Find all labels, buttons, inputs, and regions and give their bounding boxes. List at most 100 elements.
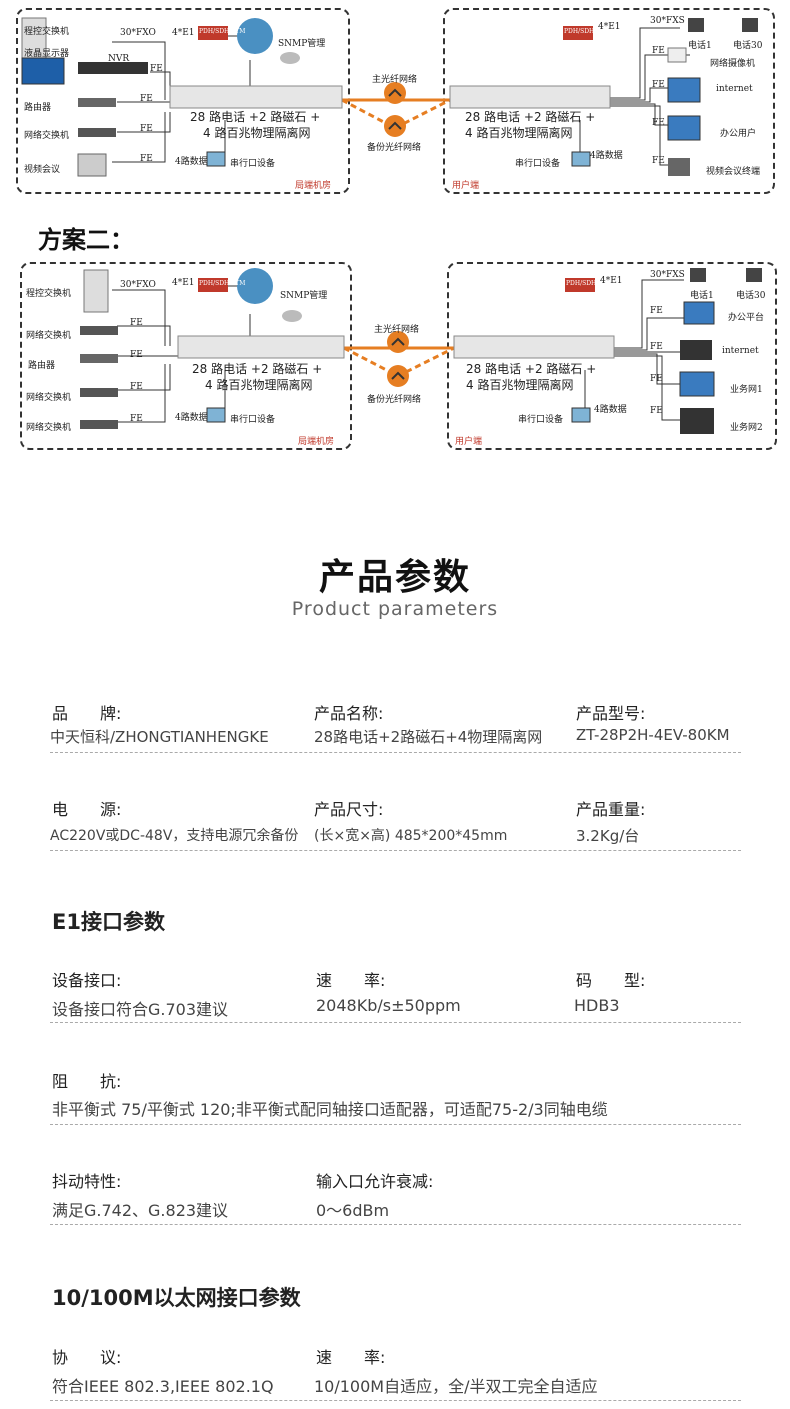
backup-fiber-label: 备份光纤网络 (367, 143, 422, 153)
backup-fiber-line (341, 98, 451, 130)
param-value: 2048Kb/s±50ppm (316, 996, 461, 1015)
pdh-tag: PDH/SDH/ATM (564, 28, 611, 35)
param-key: 产品名称: (314, 704, 384, 723)
site-left-label: 局端机房 (295, 181, 332, 191)
left-device-label: 网络交换机 (26, 393, 72, 403)
eth-section-title: 10/100M以太网接口参数 (52, 1286, 301, 1310)
e1-section-title: E1接口参数 (52, 910, 165, 934)
site-right-label: 用户端 (455, 437, 483, 447)
serial-count: 4路数据 (590, 151, 623, 161)
left-device-label: 网络交换机 (26, 423, 72, 433)
fiber-node-icon (387, 331, 409, 387)
serial-device-label: 串行口设备 (230, 159, 276, 169)
scheme1-diagram: 程控交换机 液晶显示器 NVR 路由器 网络交换机 视频会议 30*FXO 4*… (0, 0, 790, 200)
right-device-label: 电话30 (736, 291, 766, 301)
snmp-label: SNMP管理 (278, 39, 326, 49)
pdh-tag: PDH/SDH/ATM (566, 280, 613, 287)
param-value: ZT-28P2H-4EV-80KM (576, 726, 730, 744)
divider (50, 850, 741, 851)
unit-line2: 4 路百兆物理隔离网 (205, 378, 313, 392)
site-right-label: 用户端 (452, 181, 480, 191)
unit-line1: 28 路电话 +2 路磁石 + (190, 110, 321, 124)
scheme2-title: 方案二： (38, 226, 134, 254)
param-value: 3.2Kg/台 (576, 827, 640, 845)
serial-device-label: 串行口设备 (515, 159, 561, 169)
main-fiber-label: 主光纤网络 (372, 75, 418, 85)
param-value: 非平衡式 75/平衡式 120;非平衡式配同轴接口适配器，可适配75-2/3同轴… (52, 1100, 608, 1119)
param-key: 速 率: (316, 1348, 386, 1367)
param-key: 抖动特性: (52, 1172, 122, 1191)
left-device-label: 液晶显示器 (24, 49, 70, 59)
link-label: FE (140, 94, 153, 104)
right-device-label: 电话30 (733, 41, 763, 51)
unit-line2: 4 路百兆物理隔离网 (466, 378, 574, 392)
serial-device-label: 串行口设备 (518, 415, 564, 425)
param-key: 码 型: (576, 971, 646, 990)
link-label: 30*FXO (120, 28, 156, 38)
right-device-label: 视频会议终端 (706, 167, 761, 177)
right-device-label: 业务网2 (730, 423, 763, 433)
param-value: HDB3 (574, 996, 620, 1015)
right-device-label: 网络摄像机 (710, 59, 756, 69)
left-device-label: 网络交换机 (26, 331, 72, 341)
unit-line1: 28 路电话 +2 路磁石 + (192, 362, 323, 376)
link-label: FE (140, 124, 153, 134)
link-label: 30*FXO (120, 280, 156, 290)
param-value: 0～6dBm (316, 1201, 390, 1220)
scheme1-wiring (21, 17, 758, 177)
left-device-label: 路由器 (24, 103, 52, 113)
right-device-label: internet (722, 346, 759, 356)
scheme2-diagram: 程控交换机 网络交换机 路由器 网络交换机 网络交换机 30*FXO 4*E1 … (0, 254, 790, 454)
param-value: (长×宽×高) 485*200*45mm (314, 828, 508, 844)
param-key: 产品重量: (576, 800, 646, 819)
unit-line2: 4 路百兆物理隔离网 (203, 126, 311, 140)
link-label: FE (130, 318, 143, 328)
link-label: FE (650, 374, 663, 384)
param-key: 产品型号: (576, 704, 646, 723)
right-device-label: 办公平台 (728, 313, 765, 323)
left-device-label: 程控交换机 (24, 27, 70, 37)
param-key: 输入口允许衰减: (316, 1172, 434, 1191)
serial-count: 4路数据 (594, 405, 627, 415)
divider (50, 1400, 741, 1401)
link-label: 30*FXS (650, 16, 685, 26)
unit-line1: 28 路电话 +2 路磁石 + (466, 362, 597, 376)
link-label: FE (150, 64, 163, 74)
backup-fiber-label: 备份光纤网络 (367, 395, 422, 405)
param-value: 设备接口符合G.703建议 (52, 1000, 229, 1019)
link-label: FE (652, 46, 665, 56)
divider (50, 1124, 741, 1125)
scheme2-wiring (80, 268, 762, 434)
link-label: FE (652, 118, 665, 128)
param-key: 阻 抗: (52, 1072, 122, 1091)
param-key: 电 源: (52, 800, 122, 819)
link-label: FE (650, 406, 663, 416)
param-value: 28路电话+2路磁石+4物理隔离网 (314, 728, 543, 746)
link-label: FE (130, 414, 143, 424)
param-key: 协 议: (52, 1348, 122, 1367)
left-device-label: NVR (108, 54, 130, 64)
link-label: FE (650, 342, 663, 352)
unit-line2: 4 路百兆物理隔离网 (465, 126, 573, 140)
serial-count: 4路数据 (175, 413, 208, 423)
param-key: 速 率: (316, 971, 386, 990)
link-label: FE (652, 156, 665, 166)
param-value: AC220V或DC-48V，支持电源冗余备份 (50, 828, 299, 844)
link-label: FE (130, 382, 143, 392)
params-subtitle: Product parameters (291, 598, 499, 620)
pdh-tag: PDH/SDH/ATM (199, 28, 246, 35)
right-device-label: 办公用户 (720, 129, 757, 139)
param-value: 符合IEEE 802.3,IEEE 802.1Q (52, 1377, 274, 1396)
params-title: 产品参数 (318, 557, 471, 598)
link-label: FE (140, 154, 153, 164)
param-key: 品 牌: (52, 704, 122, 723)
link-label: 4*E1 (172, 28, 195, 38)
link-label: 4*E1 (172, 278, 195, 288)
link-label: FE (652, 80, 665, 90)
left-device-label: 网络交换机 (24, 131, 70, 141)
right-device-label: 电话1 (688, 41, 712, 51)
main-fiber-label: 主光纤网络 (374, 325, 420, 335)
left-device-label: 路由器 (28, 361, 56, 371)
param-key: 设备接口: (52, 971, 122, 990)
site-left-label: 局端机房 (298, 437, 335, 447)
